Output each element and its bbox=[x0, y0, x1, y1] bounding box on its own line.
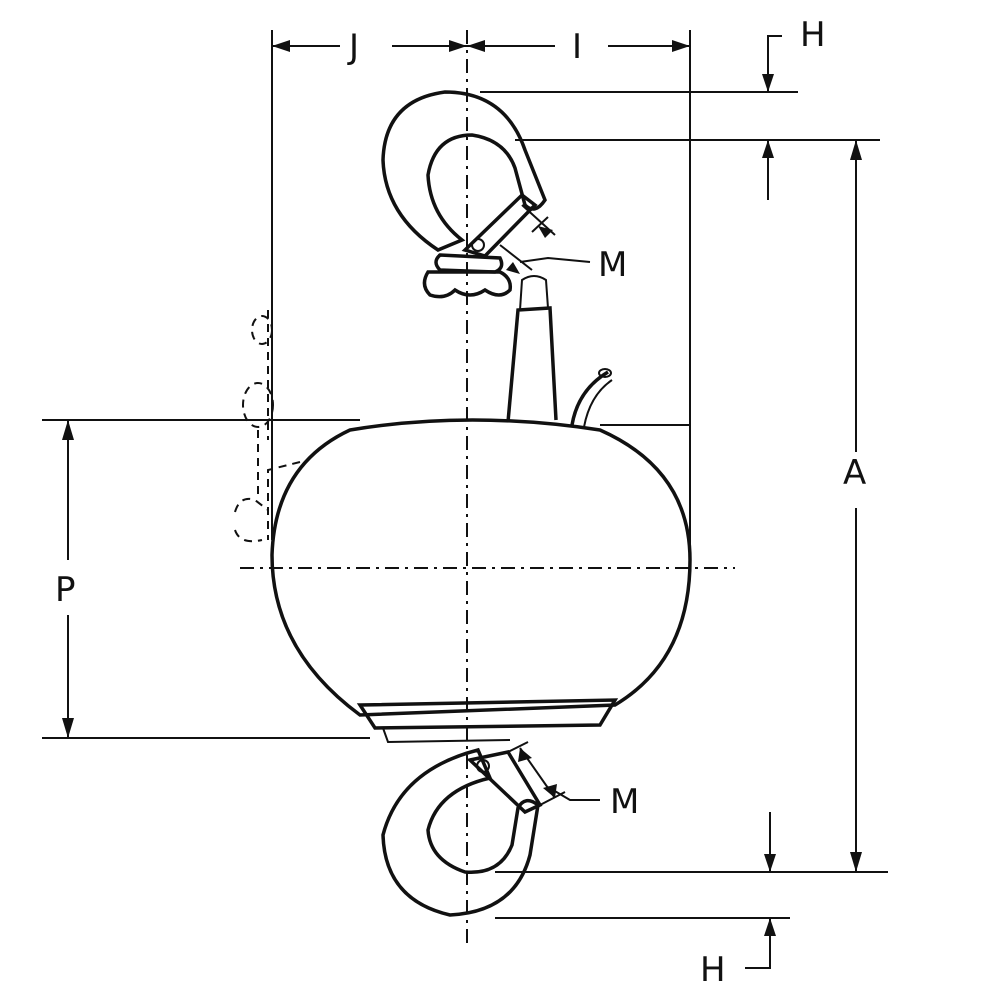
j-arrow-right bbox=[449, 40, 467, 52]
i-arrow-right bbox=[672, 40, 690, 52]
top-latch-pin bbox=[471, 238, 485, 252]
bottom-hook bbox=[381, 747, 540, 917]
power-cable-inner bbox=[583, 379, 613, 428]
m-top-leader bbox=[519, 256, 591, 263]
m-top-arrow-1 bbox=[538, 226, 553, 238]
bottom-plate-lower bbox=[382, 727, 511, 744]
m-bottom-arrow-1 bbox=[518, 748, 532, 762]
m-bottom-ext-1 bbox=[507, 741, 529, 753]
label-m-top: M bbox=[598, 245, 628, 285]
h-bottom-leader bbox=[745, 918, 771, 969]
h-top-leader bbox=[767, 35, 782, 92]
h-top-arrow-up bbox=[762, 140, 774, 158]
bottom-latch-pin bbox=[476, 759, 490, 773]
hoist-body bbox=[270, 418, 692, 717]
cable-stub bbox=[519, 275, 549, 311]
cable-end bbox=[598, 368, 612, 378]
bottom-plate bbox=[356, 698, 619, 730]
h-bottom-arrow-up bbox=[764, 918, 776, 936]
label-h-top: H bbox=[800, 15, 826, 55]
h-bottom-arrow-down bbox=[764, 854, 776, 872]
h-top-arrow-down bbox=[762, 74, 774, 92]
top-hook-latch bbox=[461, 192, 538, 258]
top-hook bbox=[381, 90, 547, 252]
label-i: I bbox=[572, 27, 583, 67]
label-h-bottom: H bbox=[700, 950, 726, 990]
j-arrow-left bbox=[272, 40, 290, 52]
i-arrow-left bbox=[467, 40, 485, 52]
cable-nozzle bbox=[506, 306, 558, 423]
pendant-chain-hidden bbox=[234, 310, 301, 543]
label-p: P bbox=[55, 570, 76, 610]
m-top-arrow-2 bbox=[506, 262, 520, 274]
label-a: A bbox=[843, 453, 867, 493]
a-arrow-down bbox=[850, 852, 862, 872]
label-j: J bbox=[349, 27, 360, 67]
m-bottom-arrow-2 bbox=[543, 784, 557, 798]
m-top-ext-2 bbox=[499, 244, 533, 271]
m-bottom-leader bbox=[547, 786, 600, 801]
m-top-tick-1 bbox=[531, 216, 549, 233]
p-arrow-up bbox=[62, 420, 74, 440]
top-hook-swivel bbox=[434, 253, 504, 274]
label-m-bottom: M bbox=[610, 782, 640, 822]
power-cable bbox=[570, 370, 609, 426]
top-hook-base bbox=[422, 270, 513, 299]
p-arrow-down bbox=[62, 718, 74, 738]
a-arrow-up bbox=[850, 140, 862, 160]
